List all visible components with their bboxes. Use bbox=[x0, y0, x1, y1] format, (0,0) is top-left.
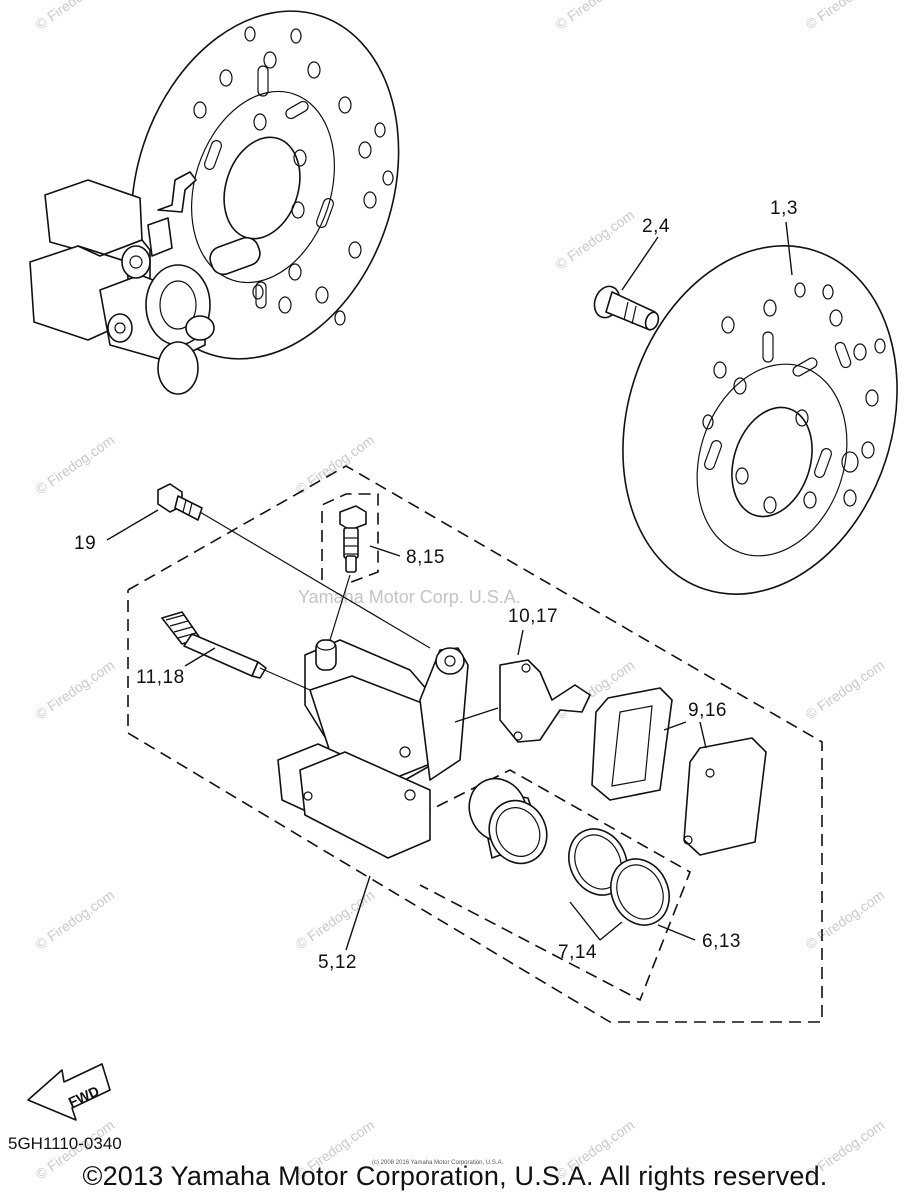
caliper-slide-pin bbox=[161, 611, 267, 679]
callout-19: 19 bbox=[74, 533, 96, 554]
watermark: © Firedog.com bbox=[33, 432, 118, 498]
callout-8-15: 8,15 bbox=[406, 547, 445, 568]
fwd-arrow-icon: FWD bbox=[27, 1063, 111, 1121]
brake-pad-outer bbox=[683, 737, 767, 856]
callout-1-3: 1,3 bbox=[770, 198, 798, 219]
piston-seal bbox=[610, 858, 670, 926]
watermark: © Firedog.com bbox=[803, 0, 888, 32]
callout-7-14: 7,14 bbox=[558, 942, 597, 963]
assembled-view bbox=[29, 10, 400, 395]
tiny-copyright: (c) 2008 2016 Yamaha Motor Corporation, … bbox=[372, 1160, 504, 1166]
pad-support-spring bbox=[499, 659, 591, 743]
brake-caliper bbox=[277, 639, 469, 859]
callout-labels: 1,3 2,4 19 8,15 10,17 11,18 9,16 5,12 7,… bbox=[74, 198, 798, 973]
caliper-piston bbox=[468, 777, 548, 865]
copyright-notice: ©2013 Yamaha Motor Corporation, U.S.A. A… bbox=[82, 1161, 828, 1191]
watermark: © Firedog.com bbox=[293, 432, 378, 498]
disc-bolt bbox=[593, 285, 660, 331]
callout-6-13: 6,13 bbox=[702, 931, 741, 952]
watermark: © Firedog.com bbox=[293, 887, 378, 953]
callout-5-12: 5,12 bbox=[318, 952, 357, 973]
callout-2-4: 2,4 bbox=[642, 216, 670, 237]
bleed-screw bbox=[339, 505, 367, 573]
callout-9-16: 9,16 bbox=[688, 700, 727, 721]
diagram-code: 5GH1110-0340 bbox=[8, 1134, 122, 1153]
caliper-bolt bbox=[157, 483, 203, 521]
callout-11-18: 11,18 bbox=[136, 667, 185, 688]
brake-disc bbox=[622, 245, 898, 595]
watermark: © Firedog.com bbox=[33, 0, 118, 32]
watermark: © Firedog.com bbox=[33, 657, 118, 723]
watermark: © Firedog.com bbox=[553, 0, 638, 32]
assembled-caliper bbox=[29, 171, 261, 395]
watermark-corp: Yamaha Motor Corp. U.S.A. bbox=[298, 587, 521, 607]
callout-10-17: 10,17 bbox=[508, 606, 558, 627]
brake-pad-inner bbox=[591, 687, 673, 801]
watermark: © Firedog.com bbox=[803, 887, 888, 953]
leader-lines bbox=[106, 221, 793, 951]
watermark: © Firedog.com bbox=[33, 887, 118, 953]
assembled-brake-disc bbox=[130, 10, 400, 360]
watermark: © Firedog.com bbox=[553, 207, 638, 273]
watermark: © Firedog.com bbox=[803, 657, 888, 723]
